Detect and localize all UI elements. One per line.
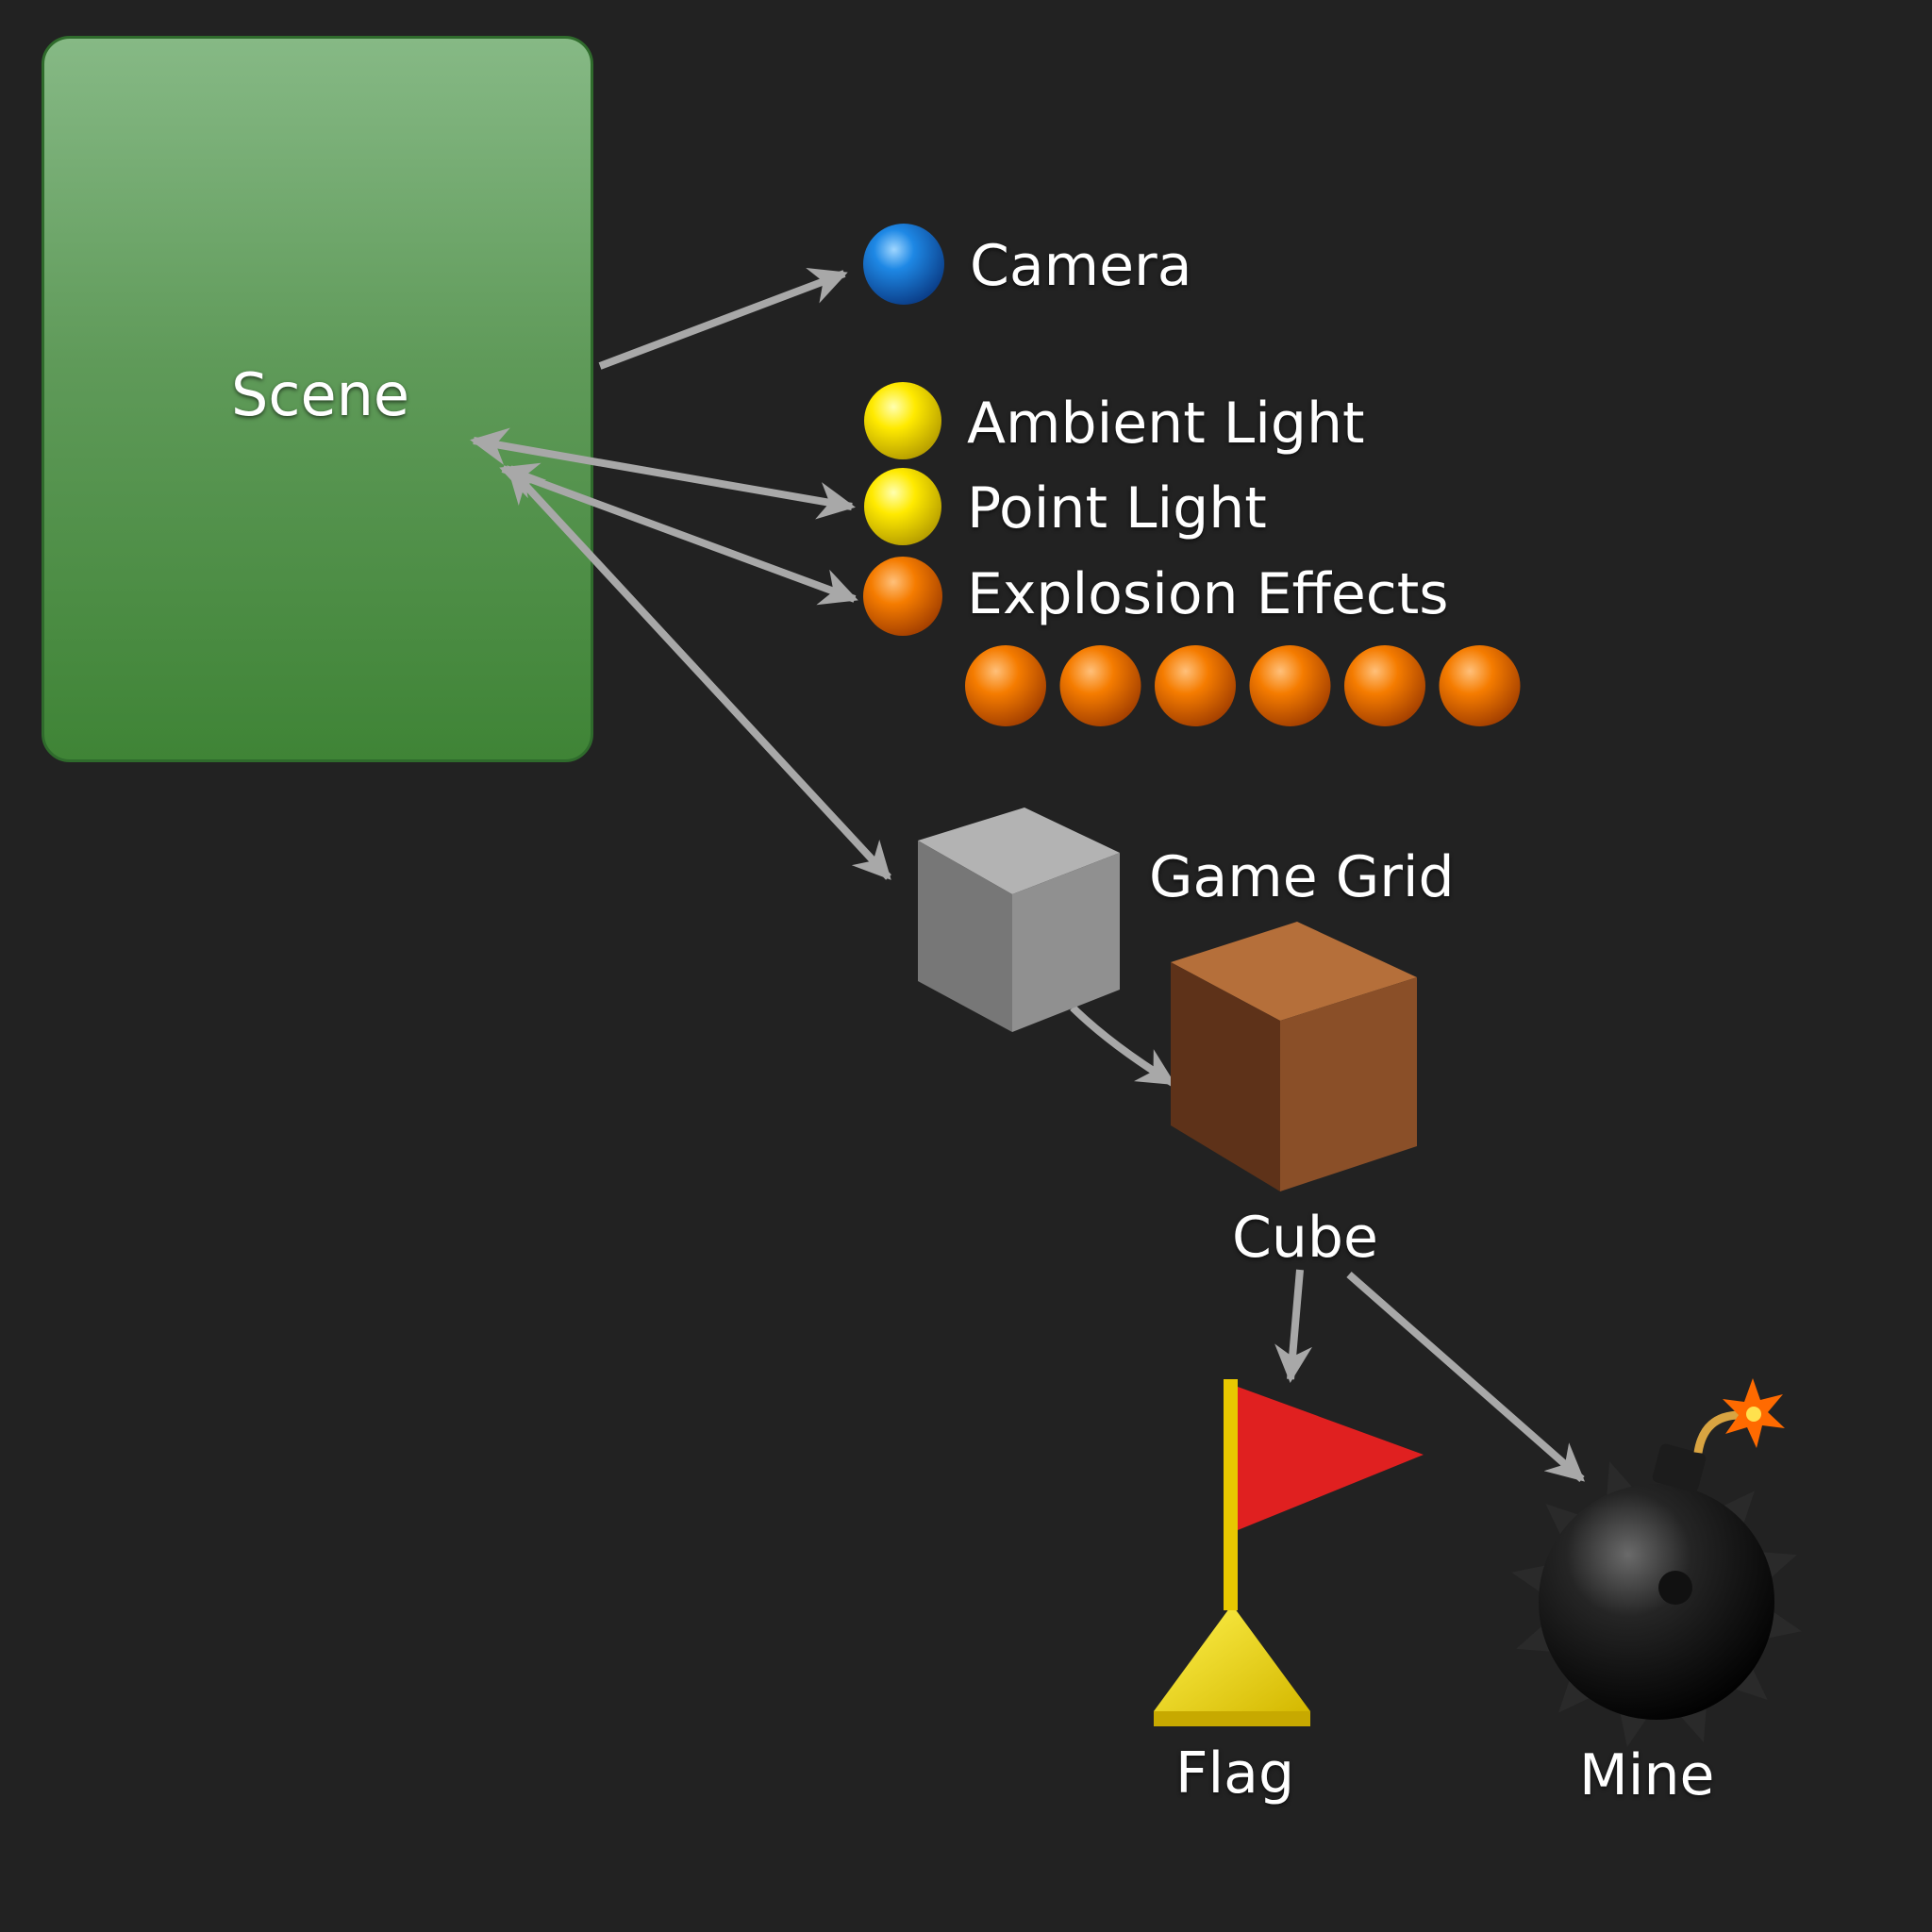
explosion-particle [1059,645,1141,726]
arrow-grid-cube [1070,1005,1176,1087]
arrow-cube-flag [1274,1269,1313,1383]
arrows [470,268,1586,1483]
mine-spike [1619,1709,1649,1747]
scene-node [42,36,593,762]
explosion-effects-label: Explosion Effects [967,561,1449,627]
flag-icon [1154,1379,1424,1726]
game-grid-label: Game Grid [1149,844,1455,910]
grid-cube-icon [918,808,1120,1032]
flag-label: Flag [1175,1740,1295,1807]
explosion-particle [965,645,1046,726]
explosion-particle [1439,645,1521,726]
mine-spike [1731,1665,1768,1700]
point-light-label: Point Light [967,475,1267,541]
mine-spike [1558,1676,1593,1713]
explosion-particles [965,645,1521,726]
mine-spike [1764,1609,1802,1640]
scene-label: Scene [231,360,410,429]
explosion-particle [1344,645,1425,726]
cube-label: Cube [1232,1205,1378,1271]
arrow-scene-point-light [470,427,856,520]
arrow-scene-camera [598,268,848,370]
mine-icon [1511,1378,1802,1747]
arrow-cube-mine [1346,1271,1586,1483]
ambient-light-label: Ambient Light [967,391,1365,457]
arrow-scene-grid [507,465,891,880]
point-light-sphere-icon [864,468,941,545]
camera-label: Camera [970,233,1192,299]
explosion-particle [1249,645,1331,726]
camera-sphere-icon [863,224,944,305]
ambient-light-sphere-icon [864,382,941,459]
explosion-particle [1155,645,1236,726]
arrow-scene-explosion [499,462,858,606]
cube-icon [1171,922,1417,1191]
mine-spike [1720,1491,1755,1527]
mine-spike [1545,1504,1582,1539]
mine-spike [1511,1564,1549,1594]
explosion-sphere-icon [863,557,942,636]
mine-label: Mine [1579,1742,1715,1808]
